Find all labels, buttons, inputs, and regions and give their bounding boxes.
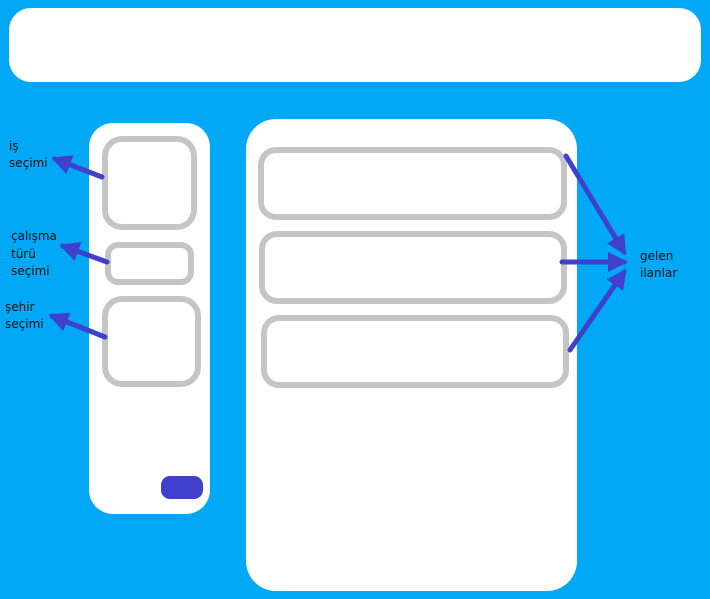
label-line: gelen — [640, 249, 674, 263]
label-line: seçimi — [9, 156, 48, 170]
listing-card[interactable] — [259, 231, 567, 304]
job-select-box[interactable] — [102, 136, 197, 230]
city-select-box[interactable] — [102, 296, 201, 387]
label-line: şehir — [5, 300, 35, 314]
listing-card[interactable] — [261, 315, 569, 388]
arrow-listing-3 — [567, 268, 627, 353]
label-line: çalışma — [11, 229, 57, 243]
label-line: seçimi — [5, 317, 44, 331]
incoming-listings-label: gelen ilanlar — [640, 248, 677, 282]
label-line: seçimi — [11, 264, 50, 278]
header-bar — [9, 8, 701, 82]
label-line: ilanlar — [640, 266, 678, 280]
work-type-selection-label: çalışma türü seçimi — [11, 228, 57, 281]
label-line: iş — [9, 139, 19, 153]
job-selection-label: iş seçimi — [9, 138, 48, 172]
search-button[interactable] — [161, 476, 203, 499]
label-line: türü — [11, 246, 36, 261]
listing-card[interactable] — [258, 147, 567, 220]
work-type-select-box[interactable] — [105, 242, 194, 285]
city-selection-label: şehir seçimi — [5, 299, 44, 333]
